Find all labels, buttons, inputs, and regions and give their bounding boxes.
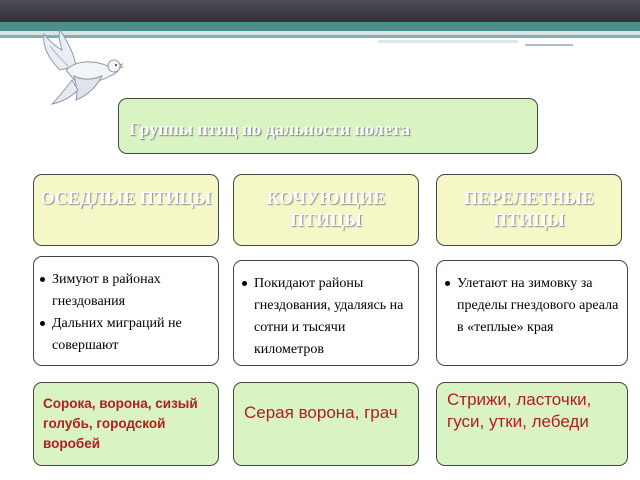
description-box-nomadic: Покидают районы гнездования, удаляясь на… (233, 260, 419, 366)
header-line (0, 35, 640, 38)
description-box-sedentary: Зимуют в районах гнездования Дальних миг… (33, 256, 219, 366)
description-item: Покидают районы гнездования, удаляясь на… (240, 273, 410, 361)
header-band (0, 0, 640, 22)
dove-icon (43, 28, 125, 105)
description-item: Дальних миграций не совершают (38, 313, 210, 357)
description-list: Покидают районы гнездования, удаляясь на… (240, 273, 410, 361)
description-item: Улетают на зимовку за пределы гнездового… (443, 273, 619, 339)
decorative-dash (378, 40, 518, 43)
category-box-nomadic: КОЧУЮЩИЕ ПТИЦЫ (233, 174, 419, 246)
example-box-migratory: Стрижи, ласточки, гуси, утки, лебеди (436, 382, 628, 466)
description-list: Зимуют в районах гнездования Дальних миг… (38, 269, 210, 357)
category-label: ОСЕДЛЫЕ ПТИЦЫ (40, 188, 212, 208)
description-box-migratory: Улетают на зимовку за пределы гнездового… (436, 260, 628, 366)
header-stripe (0, 22, 640, 31)
category-box-sedentary: ОСЕДЛЫЕ ПТИЦЫ (33, 174, 219, 246)
diagram-title: Группы птиц по дальности полета (129, 119, 410, 139)
category-box-migratory: ПЕРЕЛЕТНЫЕ ПТИЦЫ (436, 174, 622, 246)
example-text: Стрижи, ласточки, гуси, утки, лебеди (447, 390, 592, 431)
category-label: КОЧУЮЩИЕ ПТИЦЫ (266, 188, 386, 230)
category-label: ПЕРЕЛЕТНЫЕ ПТИЦЫ (464, 188, 594, 230)
decorative-dash (525, 44, 573, 46)
description-item: Зимуют в районах гнездования (38, 269, 210, 313)
example-text: Сорока, ворона, сизый голубь, городской … (43, 396, 198, 451)
header-stripe-light (0, 31, 640, 35)
description-list: Улетают на зимовку за пределы гнездового… (443, 273, 619, 339)
example-box-nomadic: Серая ворона, грач (233, 382, 419, 466)
diagram-title-box: Группы птиц по дальности полета (118, 98, 538, 154)
example-box-sedentary: Сорока, ворона, сизый голубь, городской … (33, 382, 219, 466)
example-text: Серая ворона, грач (244, 403, 398, 422)
